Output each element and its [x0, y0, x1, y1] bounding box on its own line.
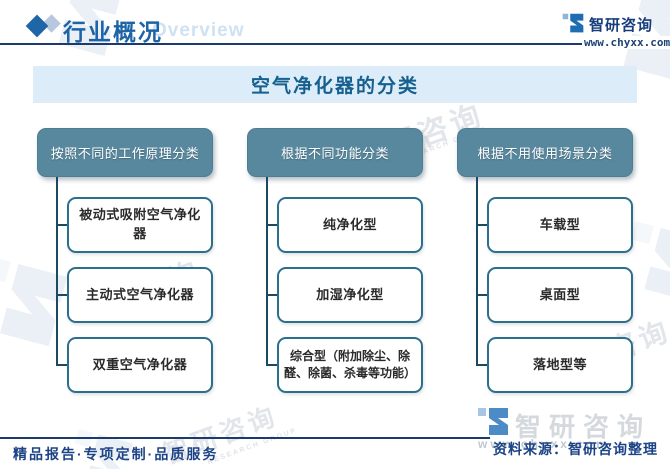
tree-node: 综合型（附加除尘、除醛、除菌、杀毒等功能） — [277, 337, 423, 393]
connector-line — [476, 294, 488, 296]
connector-line — [476, 364, 488, 366]
tree-column-header: 按照不同的工作原理分类 — [37, 128, 213, 177]
tree-node: 落地型等 — [487, 337, 633, 393]
section-title-ghost: Overview — [152, 20, 245, 41]
footer-watermark-url: www.chyxx.com — [478, 437, 610, 451]
header-divider — [0, 43, 670, 45]
connector-line — [266, 224, 278, 226]
tree-column-header: 根据不同功能分类 — [247, 128, 423, 177]
tree-node: 加湿净化型 — [277, 267, 423, 323]
tree-node: 车载型 — [487, 197, 633, 253]
brand-block: 智研咨询 www.chyxx.com — [562, 10, 670, 49]
tree-column-principle: 按照不同的工作原理分类 被动式吸附空气净化器 主动式空气净化器 双重空气净化器 — [37, 128, 213, 398]
tree-node: 主动式空气净化器 — [67, 267, 213, 323]
brand-url[interactable]: www.chyxx.com — [582, 36, 670, 49]
brand-name: 智研咨询 — [589, 17, 654, 34]
data-source-note: 资料来源：智研咨询整理 — [493, 441, 658, 457]
tree-column-header: 根据不用使用场景分类 — [457, 128, 633, 177]
tree-node: 桌面型 — [487, 267, 633, 323]
footer-divider — [0, 437, 490, 439]
footer-watermark-logo-icon — [478, 408, 508, 435]
connector-line — [56, 224, 68, 226]
chart-title-bar: 空气净化器的分类 — [33, 66, 637, 103]
page-header: Overview 行业概况 智研咨询 www.chyxx.com — [0, 0, 670, 49]
watermark-subtext: RESEARCH GROUP — [206, 426, 299, 467]
section-title: 行业概况 — [63, 19, 163, 45]
footer-services-tagline: 精品报告·专项定制·品质服务 — [13, 446, 219, 462]
connector-line — [476, 177, 478, 365]
connector-line — [476, 224, 488, 226]
connector-line — [266, 364, 278, 366]
diamond-bullet-icon — [25, 14, 64, 39]
diamond-dark-icon — [25, 14, 49, 38]
connector-line — [56, 177, 58, 365]
footer-watermark-brand: 智研咨询 — [477, 402, 667, 442]
brand-logo-icon — [562, 13, 584, 33]
tree-column-scene: 根据不用使用场景分类 车载型 桌面型 落地型等 — [457, 128, 633, 398]
connector-line — [266, 294, 278, 296]
tree-node: 被动式吸附空气净化器 — [67, 197, 213, 253]
tree-node: 纯净化型 — [277, 197, 423, 253]
chart-title: 空气净化器的分类 — [250, 76, 419, 97]
connector-line — [266, 177, 268, 365]
footer-watermark-name: 智研咨询 — [515, 412, 652, 442]
tree-node: 双重空气净化器 — [67, 337, 213, 393]
connector-line — [56, 364, 68, 366]
tree-column-function: 根据不同功能分类 纯净化型 加湿净化型 综合型（附加除尘、除醛、除菌、杀毒等功能… — [247, 128, 423, 398]
